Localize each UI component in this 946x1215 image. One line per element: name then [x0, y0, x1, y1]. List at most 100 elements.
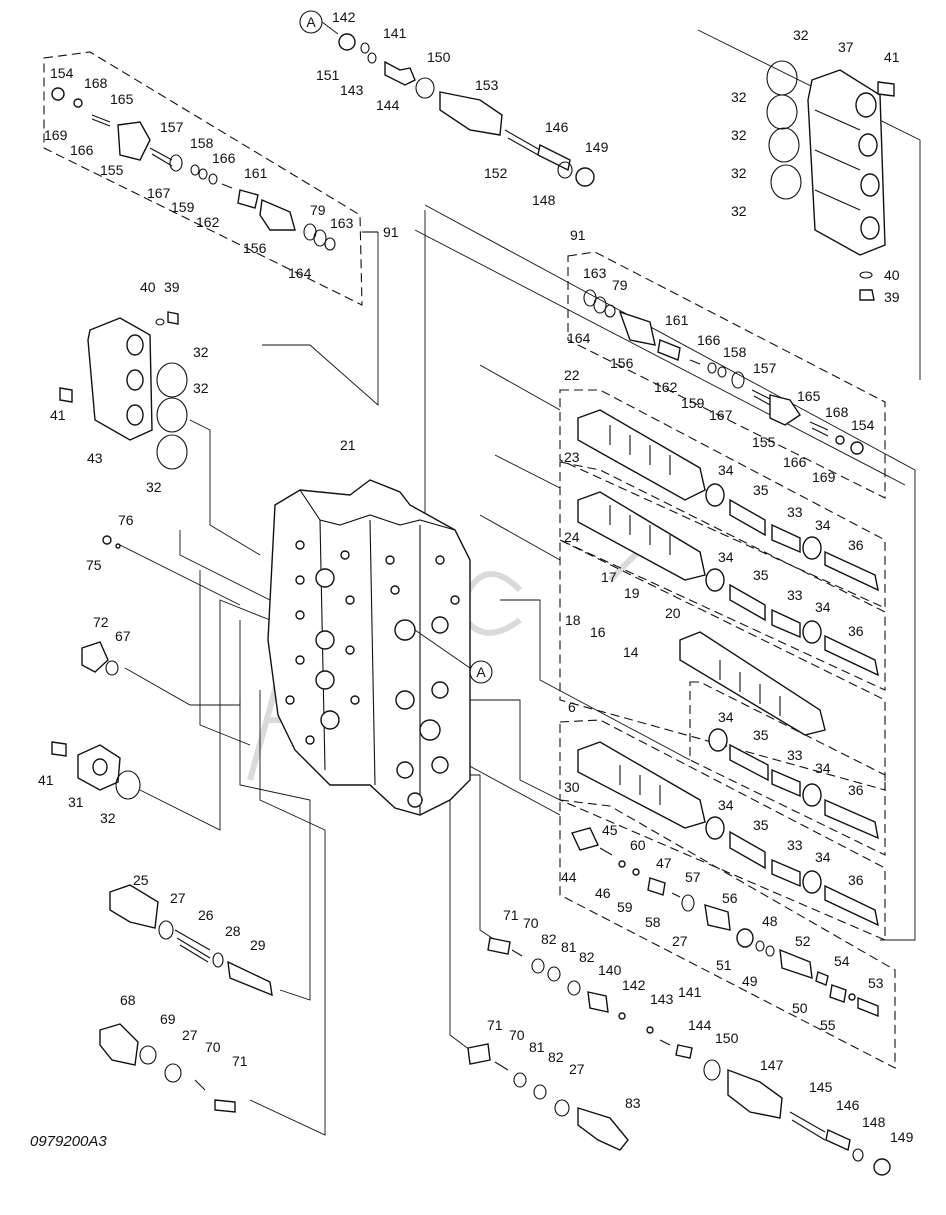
part-label: 49 [742, 973, 758, 989]
part-label: 34 [718, 709, 734, 725]
part-label: 165 [797, 388, 821, 404]
part-label: 148 [862, 1114, 886, 1130]
part-label: 32 [793, 27, 809, 43]
part-label: 40 [140, 279, 156, 295]
part-label: 59 [617, 899, 633, 915]
part-label: 48 [762, 913, 778, 929]
part-label: 162 [196, 214, 220, 230]
group-box-23 [559, 461, 886, 691]
part-label: 161 [244, 165, 268, 181]
part-label: 154 [851, 417, 875, 433]
spool-23 [577, 491, 879, 677]
part-label: 33 [787, 747, 803, 763]
part-label: 34 [718, 549, 734, 565]
part-label: 153 [475, 77, 499, 93]
part-label: 16 [590, 624, 606, 640]
part-label: 23 [564, 449, 580, 465]
part-label: 159 [171, 199, 195, 215]
part-label: 75 [86, 557, 102, 573]
part-label: 55 [820, 1017, 836, 1033]
part-label: 32 [731, 127, 747, 143]
part-label: 145 [809, 1079, 833, 1095]
part-label: 167 [709, 407, 733, 423]
part-label: 147 [760, 1057, 784, 1073]
part-label: 150 [427, 49, 451, 65]
part-label: 158 [190, 135, 214, 151]
part-label: 54 [834, 953, 850, 969]
spool-6 [577, 741, 879, 927]
part-label: 81 [561, 939, 577, 955]
spool-24 [679, 631, 879, 840]
part-label: 43 [87, 450, 103, 466]
part-label: 70 [205, 1039, 221, 1055]
part-label: 71 [503, 907, 519, 923]
part-label: 151 [316, 67, 340, 83]
part-label: 33 [787, 587, 803, 603]
bolts-plugs [51, 81, 895, 757]
part-label: 148 [532, 192, 556, 208]
part-label: 21 [340, 437, 356, 453]
part-label: 35 [753, 567, 769, 583]
part-label: 156 [610, 355, 634, 371]
part-label: 82 [579, 949, 595, 965]
part-label: 143 [340, 82, 364, 98]
part-label: 72 [93, 614, 109, 630]
part-label: 34 [718, 797, 734, 813]
part-label: 36 [848, 782, 864, 798]
part-label: 157 [160, 119, 184, 135]
part-label: 34 [815, 517, 831, 533]
part-label: 27 [569, 1061, 585, 1077]
group-box-34-35 [689, 681, 886, 856]
part-label: 57 [685, 869, 701, 885]
part-label: 146 [545, 119, 569, 135]
left-lower-parts [81, 535, 273, 1113]
part-label: 156 [243, 240, 267, 256]
part-label: 146 [836, 1097, 860, 1113]
part-label: 34 [718, 462, 734, 478]
part-label: 51 [716, 957, 732, 973]
part-label: 169 [812, 469, 836, 485]
part-label: 46 [595, 885, 611, 901]
part-label: 141 [678, 984, 702, 1000]
part-label: 19 [624, 585, 640, 601]
part-label: 91 [570, 227, 586, 243]
part-label: 79 [612, 277, 628, 293]
part-label: 27 [170, 890, 186, 906]
figure-code: 0979200A3 [30, 1133, 107, 1150]
part-label: 32 [193, 344, 209, 360]
part-label: 26 [198, 907, 214, 923]
part-label: 32 [193, 380, 209, 396]
part-label: 166 [783, 454, 807, 470]
part-label: 168 [84, 75, 108, 91]
part-label: 50 [792, 1000, 808, 1016]
part-label: 149 [890, 1129, 914, 1145]
part-label: 67 [115, 628, 131, 644]
part-label: 165 [110, 91, 134, 107]
part-label: 39 [164, 279, 180, 295]
part-label: 162 [654, 379, 678, 395]
part-label: 32 [146, 479, 162, 495]
part-label: 35 [753, 482, 769, 498]
part-label: 58 [645, 914, 661, 930]
part-label: 39 [884, 289, 900, 305]
part-label: 163 [583, 265, 607, 281]
part-label: 40 [884, 267, 900, 283]
group-box-30 [559, 799, 896, 1069]
part-label: 158 [723, 344, 747, 360]
part-label: 18 [565, 612, 581, 628]
marker-a-top-text: A [306, 14, 316, 30]
part-label: 144 [688, 1017, 712, 1033]
part-label: 157 [753, 360, 777, 376]
part-label: 47 [656, 855, 672, 871]
pilot-parts-right [583, 289, 864, 455]
part-label: 56 [722, 890, 738, 906]
cover-43 [87, 317, 153, 441]
part-label: 33 [787, 504, 803, 520]
part-label: 144 [376, 97, 400, 113]
part-label: 164 [567, 330, 591, 346]
part-label: 27 [672, 933, 688, 949]
part-label: 34 [815, 849, 831, 865]
part-label: 36 [848, 872, 864, 888]
part-label: 24 [564, 529, 580, 545]
cover-37 [807, 69, 886, 256]
